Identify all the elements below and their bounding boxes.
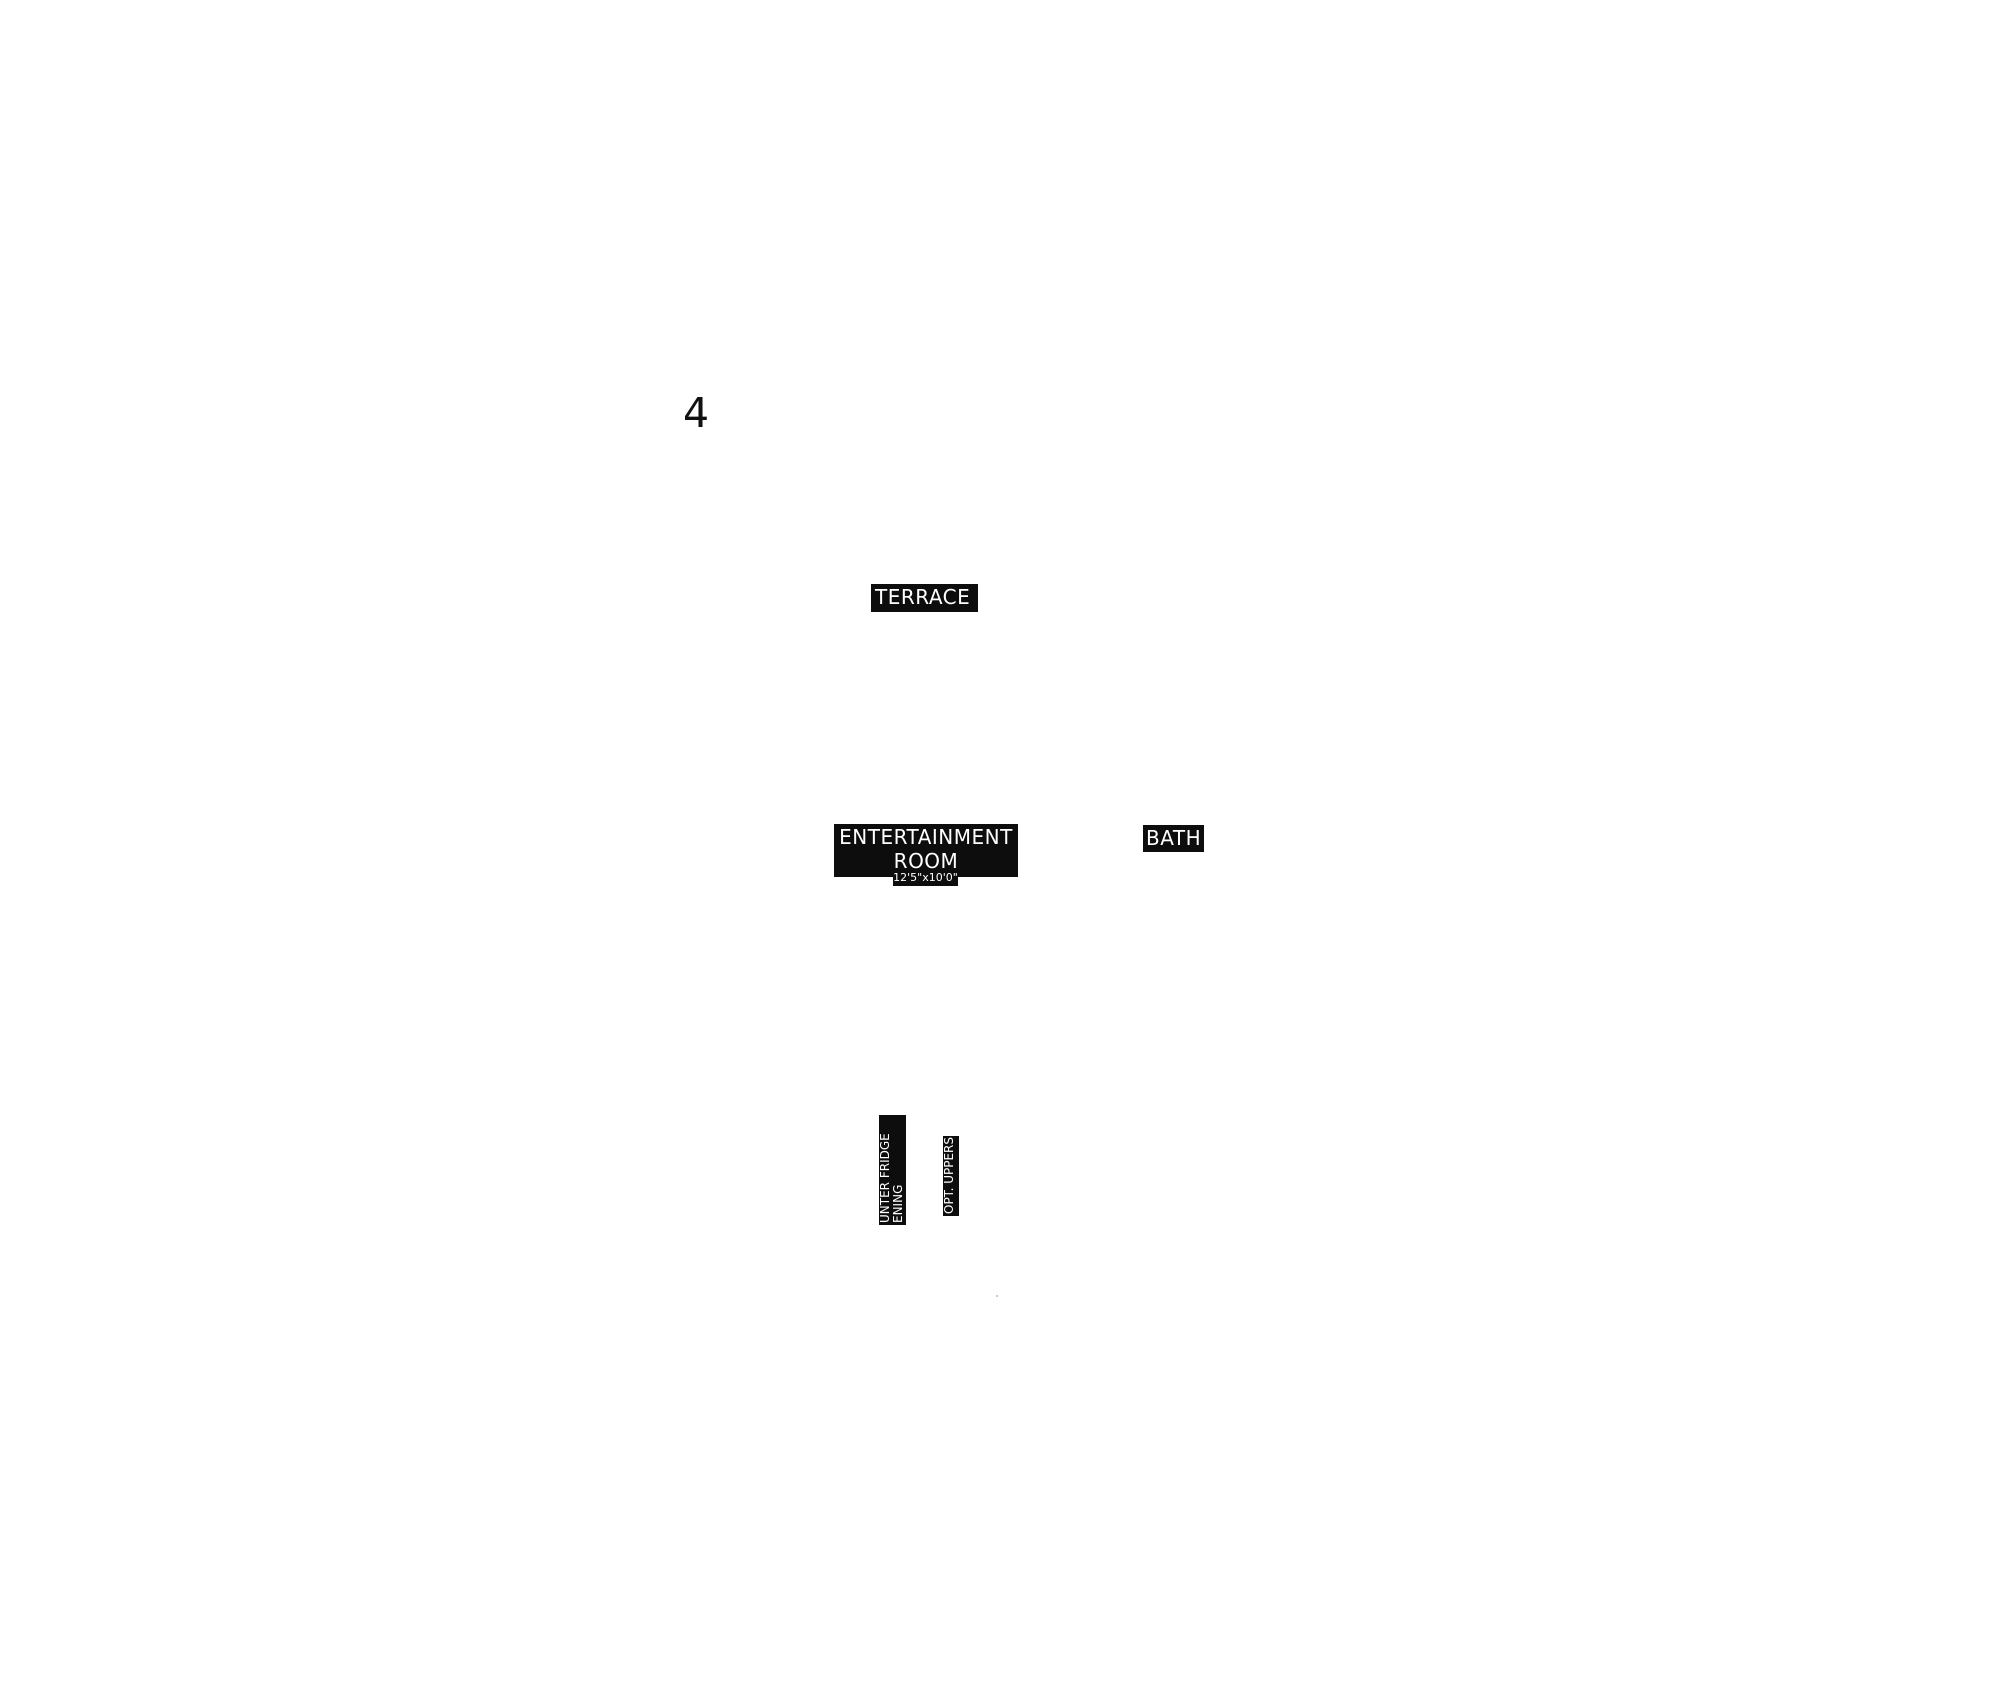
annotation-counter-fridge-line2: ENING <box>891 1184 905 1223</box>
room-dimension-entertainment: 12'5"x10'0" <box>893 869 958 886</box>
annotation-counter-fridge: UNTER FRIDGE ENING <box>879 1115 906 1225</box>
room-label-terrace: TERRACE <box>871 584 978 612</box>
plan-dot-mark <box>996 1295 998 1297</box>
room-label-entertainment-room: ENTERTAINMENT ROOM <box>834 824 1018 877</box>
floor-number: 4 <box>683 389 710 437</box>
annotation-opt-uppers: OPT. UPPERS <box>943 1136 959 1216</box>
room-label-bath: BATH <box>1143 825 1204 852</box>
room-label-entertainment-line1: ENTERTAINMENT <box>839 825 1013 849</box>
